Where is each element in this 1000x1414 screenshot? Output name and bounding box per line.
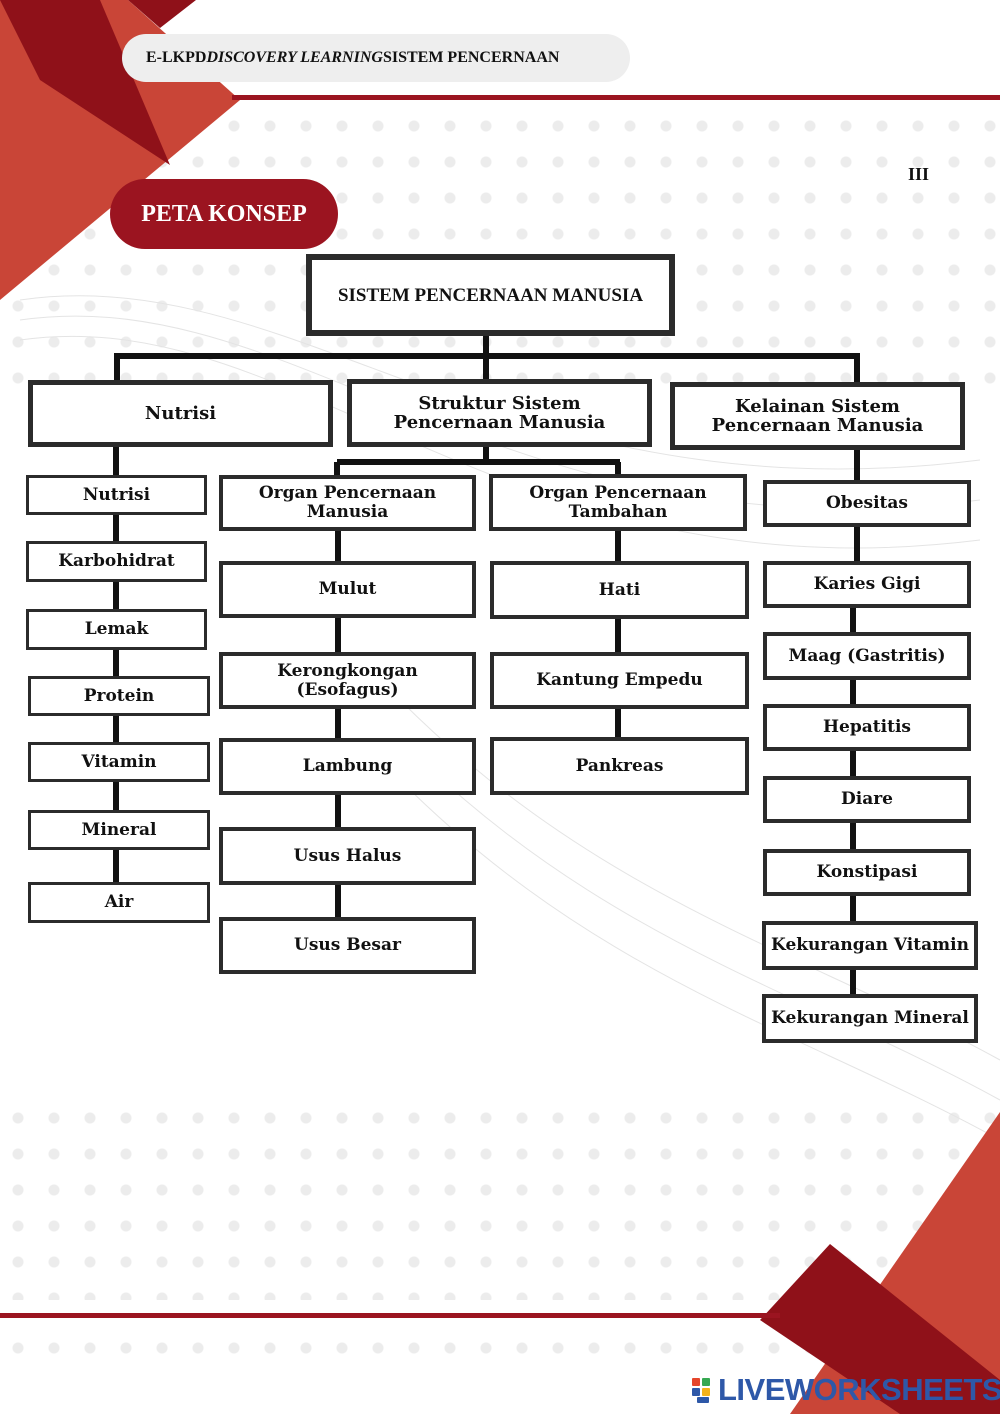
node-usus-halus: Usus Halus — [219, 827, 476, 885]
node-protein: Protein — [28, 676, 210, 716]
bottom-right-triangle-dark — [760, 1244, 1000, 1414]
node-mineral: Mineral — [28, 810, 210, 850]
root-node: SISTEM PENCERNAAN MANUSIA — [306, 254, 675, 336]
node-hati: Hati — [490, 561, 749, 619]
node-kekurangan-mineral: Kekurangan Mineral — [762, 994, 978, 1043]
node-hepatitis: Hepatitis — [763, 704, 971, 751]
node-karbohidrat: Karbohidrat — [26, 541, 207, 582]
group-organ-pencernaan-manusia: Organ Pencernaan Manusia — [219, 475, 476, 531]
group-organ-pencernaan-tambahan: Organ Pencernaan Tambahan — [489, 474, 747, 531]
node-karies-gigi: Karies Gigi — [763, 561, 971, 608]
section-title: PETA KONSEP — [110, 179, 338, 249]
node-lambung: Lambung — [219, 738, 476, 795]
liveworksheets-logo-icon — [692, 1376, 714, 1404]
node-obesitas: Obesitas — [763, 480, 971, 527]
node-lemak: Lemak — [26, 609, 207, 650]
node-nutrisi: Nutrisi — [26, 475, 207, 515]
node-vitamin: Vitamin — [28, 742, 210, 782]
branch-nutrisi: Nutrisi — [28, 380, 333, 447]
node-pankreas: Pankreas — [490, 737, 749, 795]
node-kerongkongan: Kerongkongan (Esofagus) — [219, 652, 476, 709]
node-konstipasi: Konstipasi — [763, 849, 971, 896]
branch-struktur: Struktur Sistem Pencernaan Manusia — [347, 379, 652, 447]
footer-rule — [0, 1313, 780, 1318]
node-usus-besar: Usus Besar — [219, 917, 476, 974]
header-rule — [232, 95, 1000, 100]
brand-name: LIVEWORKSHEETS — [718, 1372, 1000, 1407]
header-italic: DISCOVERY LEARNING — [206, 49, 383, 66]
node-mulut: Mulut — [219, 561, 476, 618]
header-suffix: SISTEM PENCERNAAN — [382, 49, 560, 66]
liveworksheets-watermark: LIVEWORKSHEETS — [692, 1372, 1000, 1408]
node-kantung-empedu: Kantung Empedu — [490, 652, 749, 709]
page-number: III — [908, 164, 930, 184]
node-air: Air — [28, 882, 210, 923]
node-diare: Diare — [763, 776, 971, 823]
node-kekurangan-vitamin: Kekurangan Vitamin — [762, 921, 978, 970]
node-maag: Maag (Gastritis) — [763, 632, 971, 680]
header-prefix: E-LKPD — [146, 49, 207, 66]
document-header: E-LKPD DISCOVERY LEARNING SISTEM PENCERN… — [122, 34, 630, 82]
top-left-notch — [128, 0, 196, 28]
branch-kelainan: Kelainan Sistem Pencernaan Manusia — [670, 382, 965, 450]
top-left-triangle-dark — [0, 0, 170, 165]
